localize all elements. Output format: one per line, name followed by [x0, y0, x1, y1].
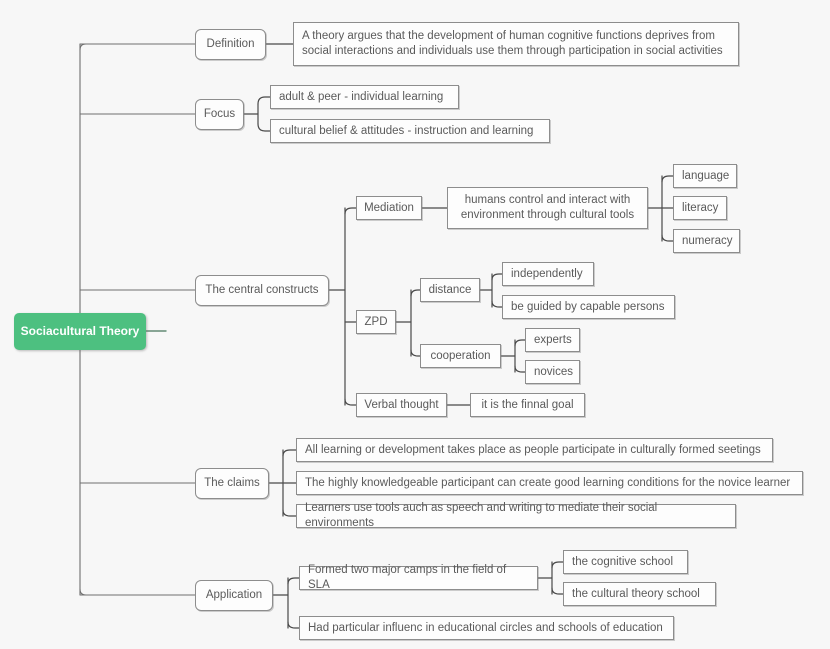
node-literacy[interactable]: literacy [673, 196, 727, 220]
branch-claims[interactable]: The claims [195, 468, 269, 499]
node-claim-3-label: Learners use tools auch as speech and wr… [305, 502, 658, 529]
node-focus-adult-peer[interactable]: adult & peer - individual learning [270, 85, 459, 109]
node-focus-adult-peer-label: adult & peer - individual learning [279, 90, 444, 103]
node-cognitive-school[interactable]: the cognitive school [563, 550, 688, 574]
node-zpd[interactable]: ZPD [356, 310, 396, 334]
node-final-goal[interactable]: it is the finnal goal [470, 393, 585, 417]
node-final-goal-label: it is the finnal goal [481, 398, 574, 411]
node-numeracy[interactable]: numeracy [673, 229, 740, 253]
node-zpd-label: ZPD [364, 315, 388, 328]
node-two-camps-label: Formed two major camps in the field of S… [308, 564, 507, 591]
node-claim-2-label: The highly knowledgeable participant can… [305, 476, 791, 489]
node-claim-2[interactable]: The highly knowledgeable participant can… [296, 471, 803, 495]
node-claim-3[interactable]: Learners use tools auch as speech and wr… [296, 502, 736, 529]
node-be-guided-label: be guided by capable persons [511, 300, 665, 313]
node-cognitive-school-label: the cognitive school [572, 555, 674, 568]
node-mediation[interactable]: Mediation [356, 196, 422, 220]
node-distance-label: distance [428, 283, 472, 296]
node-independently[interactable]: independently [502, 262, 594, 286]
node-experts-label: experts [534, 333, 572, 346]
node-literacy-label: literacy [682, 201, 719, 214]
node-claim-1-label: All learning or development takes place … [305, 443, 761, 456]
node-verbal-thought-label: Verbal thought [364, 398, 439, 411]
node-cultural-theory-school-label: the cultural theory school [572, 587, 700, 600]
node-focus-cultural-belief-label: cultural belief & attitudes - instructio… [279, 124, 534, 137]
node-cooperation[interactable]: cooperation [420, 344, 501, 368]
node-definition-text-label: A theory argues that the development of … [302, 30, 723, 57]
branch-central-constructs[interactable]: The central constructs [195, 275, 329, 306]
node-focus-cultural-belief[interactable]: cultural belief & attitudes - instructio… [270, 119, 550, 143]
node-two-camps[interactable]: Formed two major camps in the field of S… [299, 564, 538, 591]
branch-claims-label: The claims [204, 477, 260, 489]
node-mediation-label: Mediation [364, 201, 414, 214]
node-be-guided[interactable]: be guided by capable persons [502, 295, 675, 319]
node-humans-control[interactable]: humans control and interact with environ… [447, 187, 648, 229]
branch-focus-label: Focus [203, 108, 236, 120]
branch-definition[interactable]: Definition [195, 29, 266, 60]
node-humans-control-label: humans control and interact with environ… [460, 194, 635, 221]
node-experts[interactable]: experts [525, 328, 580, 352]
node-educational-influence-label: Had particular influenc in educational c… [308, 621, 663, 634]
node-language-label: language [682, 169, 730, 182]
root-node[interactable]: Sociacultural Theory [14, 313, 146, 350]
node-language[interactable]: language [673, 164, 737, 188]
node-verbal-thought[interactable]: Verbal thought [356, 393, 447, 417]
node-educational-influence[interactable]: Had particular influenc in educational c… [299, 616, 674, 640]
root-node-label: Sociacultural Theory [20, 324, 140, 338]
branch-focus[interactable]: Focus [195, 99, 244, 130]
node-definition-text[interactable]: A theory argues that the development of … [293, 22, 739, 66]
node-cooperation-label: cooperation [430, 349, 491, 362]
node-cultural-theory-school[interactable]: the cultural theory school [563, 582, 716, 606]
node-claim-1[interactable]: All learning or development takes place … [296, 438, 773, 462]
node-independently-label: independently [511, 267, 583, 280]
node-distance[interactable]: distance [420, 278, 480, 302]
node-numeracy-label: numeracy [682, 234, 733, 247]
node-novices[interactable]: novices [525, 360, 580, 384]
node-novices-label: novices [534, 365, 573, 378]
branch-central-constructs-label: The central constructs [205, 284, 319, 296]
branch-application-label: Application [205, 589, 263, 601]
branch-definition-label: Definition [206, 38, 255, 50]
branch-application[interactable]: Application [195, 580, 273, 611]
